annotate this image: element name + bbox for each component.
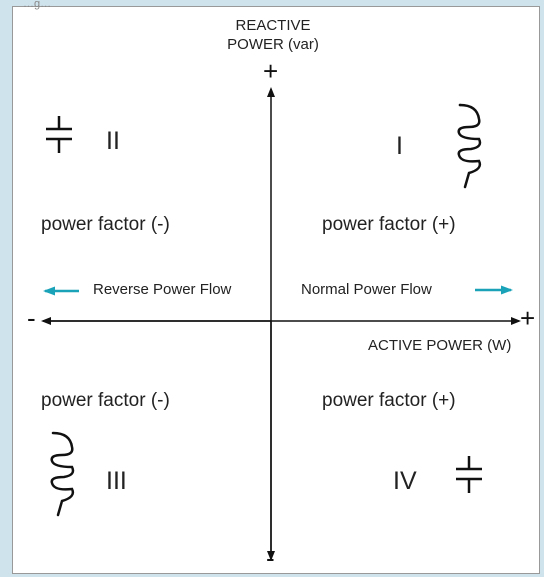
reactive-power-title-line1: REACTIVE xyxy=(235,17,311,34)
quadrant-I-numeral: I xyxy=(396,132,403,160)
normal-power-flow-label: Normal Power Flow xyxy=(301,281,432,298)
vertical-minus-sign: - xyxy=(266,543,275,573)
active-power-title: ACTIVE POWER (W) xyxy=(368,337,512,354)
vertical-plus-sign: + xyxy=(263,56,279,86)
inductor-icon xyxy=(457,103,482,189)
diagram-panel: …g… xyxy=(12,0,540,574)
inductor-icon xyxy=(50,431,75,517)
cropped-caption: …g… xyxy=(23,0,52,10)
quadrant-diagram xyxy=(41,87,521,561)
quadrant-IV-power-factor: power factor (+) xyxy=(322,390,456,411)
horizontal-plus-sign: + xyxy=(520,303,536,333)
quadrant-III-numeral: III xyxy=(106,467,127,495)
reverse-power-flow-label: Reverse Power Flow xyxy=(93,281,232,298)
capacitor-icon xyxy=(46,116,72,153)
horizontal-minus-sign: - xyxy=(27,303,36,333)
quadrant-I-power-factor: power factor (+) xyxy=(322,214,456,235)
quadrant-II-power-factor: power factor (-) xyxy=(41,214,170,235)
reactive-power-title-line2: POWER (var) xyxy=(227,35,319,53)
reactive-power-title: REACTIVE POWER (var) xyxy=(221,17,325,55)
quadrant-II-numeral: II xyxy=(106,127,120,155)
quadrant-III-power-factor: power factor (-) xyxy=(41,390,170,411)
capacitor-icon xyxy=(456,456,482,493)
quadrant-IV-numeral: IV xyxy=(393,467,417,495)
